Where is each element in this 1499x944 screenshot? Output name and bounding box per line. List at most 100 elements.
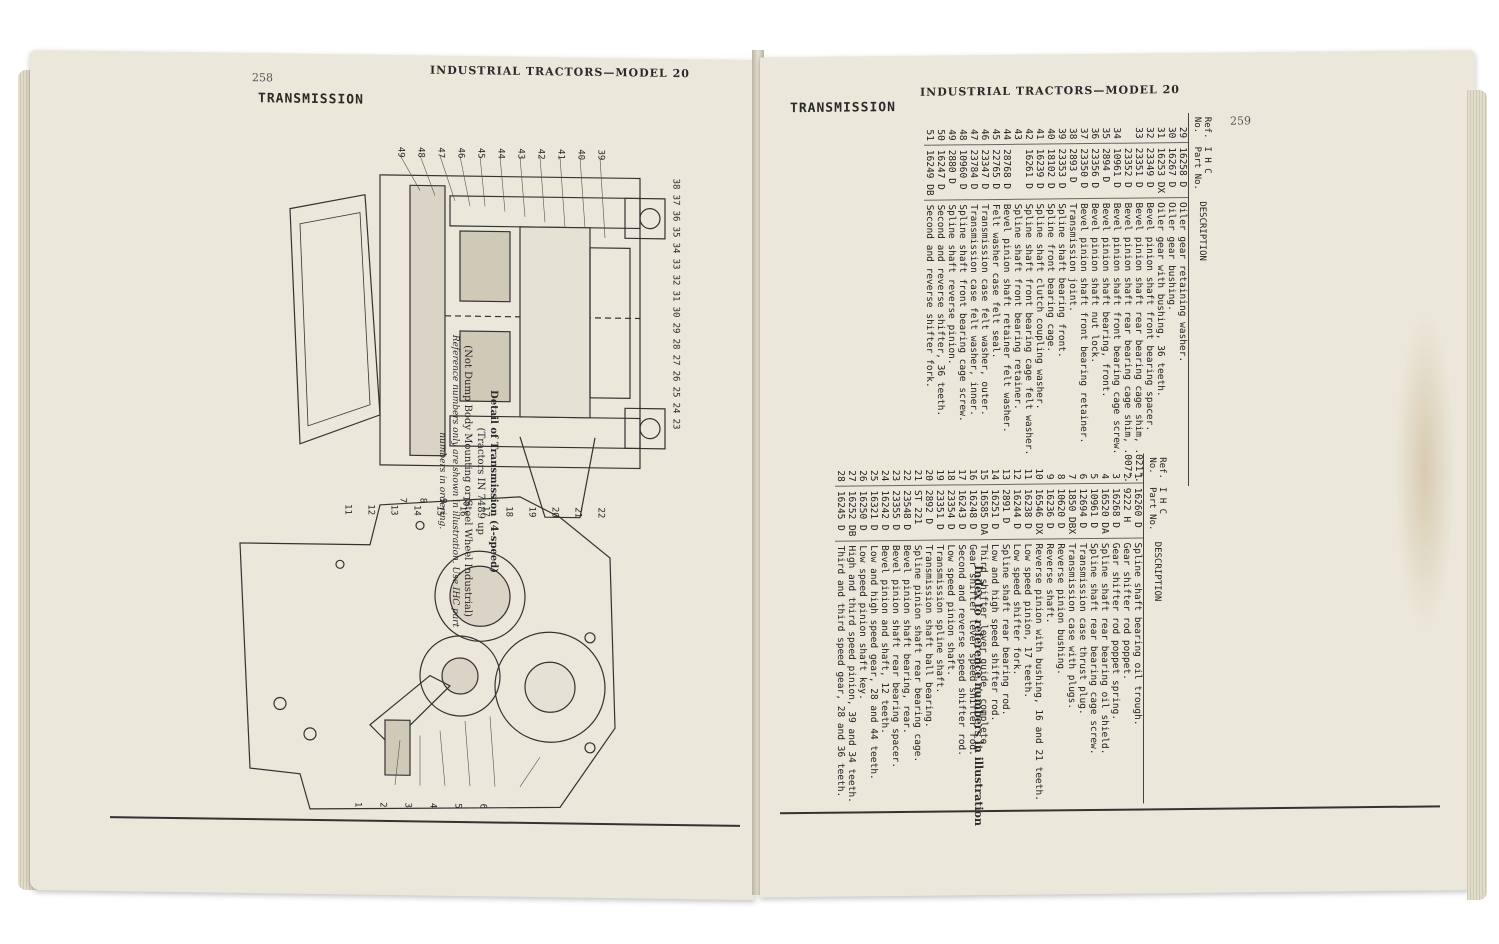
callout-number: 30 <box>670 306 681 318</box>
description-cell: Transmission spline shaft. <box>934 544 945 694</box>
ref-cell: 46 <box>979 115 990 145</box>
description-cell: Bevel pinion shaft nut lock. <box>1089 202 1100 364</box>
part-number-cell: 16252 DB <box>846 486 857 542</box>
running-head-right: INDUSTRIAL TRACTORS—MODEL 20 <box>920 83 1180 99</box>
running-head-left: INDUSTRIAL TRACTORS—MODEL 20 <box>430 63 690 81</box>
callout-number: 33 <box>670 258 681 270</box>
ref-cell: 36 <box>1089 113 1100 144</box>
callout-number: 38 <box>670 178 681 190</box>
part-number-cell: 18102 D <box>1045 144 1056 199</box>
callout-number: 32 <box>670 274 681 286</box>
callout-number: 48 <box>415 146 426 158</box>
description-cell: Third shifter lever guide, complete. <box>978 544 989 751</box>
footer-rule-left <box>110 816 740 827</box>
part-number-cell: 1850 DBX <box>1066 483 1077 539</box>
description-cell: Felt washer case felt seal. <box>990 203 1001 359</box>
description-cell: Gear shifter rod poppet. <box>1121 542 1132 680</box>
section-title-left: TRANSMISSION <box>258 91 364 108</box>
part-number-cell: 16267 D <box>1166 142 1177 198</box>
ref-cell: 47 <box>968 115 979 145</box>
caption-line-4: Reference numbers only are shown in illu… <box>437 334 460 628</box>
page-number-right: 259 <box>1230 114 1251 128</box>
description-cell: Transmission case felt washer, outer. <box>979 204 990 416</box>
part-number-cell: 16236 D <box>1044 484 1055 539</box>
part-number-cell: 16260 D <box>1132 483 1144 539</box>
callout-number: 12 <box>365 504 376 516</box>
description-cell: Bevel pinion shaft rear bearing spacer. <box>890 544 901 769</box>
caption-line-3: (Not Dump Body Mounting or Steel Wheel I… <box>462 345 473 618</box>
description-cell: Spline shaft front bearing cage screw. <box>957 204 968 422</box>
description-cell: Bevel pinion shaft front bearing spacer. <box>1144 202 1155 432</box>
ref-cell: 21 <box>912 455 923 486</box>
description-cell: Transmission joint. <box>1067 203 1078 312</box>
part-number-cell: 10960 D <box>957 144 968 200</box>
caption-line-2: (Tractors IN 7489 up <box>475 427 486 536</box>
callout-number: 41 <box>555 148 566 160</box>
callout-number: 21 <box>572 507 583 519</box>
ref-cell: 40 <box>1045 114 1056 145</box>
caption-line-1: Detail of Transmission (4-speed) <box>488 389 499 573</box>
ref-cell: 31 <box>1155 113 1166 144</box>
callout-number: 2 <box>377 802 388 808</box>
part-number-cell: 16243 D <box>956 485 967 540</box>
part-number-cell: 16268 D <box>1110 483 1121 539</box>
page-number-left: 258 <box>252 71 273 85</box>
callout-number: 47 <box>435 147 446 159</box>
ref-cell: 44 <box>1001 114 1012 145</box>
description-cell: Second and reverse shifter fork. <box>924 204 935 388</box>
callout-number: 29 <box>670 322 681 334</box>
description-cell: Reverse shaft. <box>1044 543 1055 624</box>
description-cell: Bevel pinion shaft front bearing retaine… <box>1078 202 1089 444</box>
col-part-header: I H C Part No. <box>1188 142 1215 198</box>
ref-cell: 42 <box>1023 114 1034 145</box>
description-cell: Bevel pinion shaft bearing, rear. <box>901 544 912 734</box>
col-desc-header: DESCRIPTION <box>1188 197 1215 487</box>
part-number-cell: 9222 H <box>1121 483 1132 539</box>
part-number-cell: 16520 DA <box>1099 483 1110 539</box>
description-cell: Low speed pinion shaft. <box>945 544 956 677</box>
callout-number: 44 <box>495 148 506 160</box>
description-cell: Spline front bearing cage. <box>1045 203 1056 353</box>
part-number-cell: 22765 D <box>990 144 1001 200</box>
description-cell: Bevel pinion and shaft, 12 teeth. <box>879 545 890 734</box>
part-number-cell: 16253 DX <box>1155 142 1166 198</box>
part-number-cell: 23350 D <box>1078 143 1089 199</box>
ref-cell: 45 <box>990 114 1001 145</box>
section-title-right: TRANSMISSION <box>790 100 896 117</box>
description-cell: Low speed pinion, 17 teeth. <box>1022 543 1033 699</box>
ref-cell: 49 <box>946 115 957 146</box>
description-cell: Bevel pinion shaft rear bearing cage shi… <box>1133 202 1144 483</box>
ref-cell: 35 <box>1100 113 1111 144</box>
description-cell: Bevel pinion shaft front bearing cage sc… <box>1111 202 1122 455</box>
description-cell: Gear shifter lever speed shifter rod. <box>967 544 978 756</box>
callout-number: 22 <box>595 507 606 519</box>
description-cell: Second and reverse shifter, 36 teeth. <box>935 204 946 417</box>
part-number-cell: 23347 D <box>979 144 990 200</box>
part-number-cell: 16248 D <box>967 484 978 540</box>
callout-number: 20 <box>549 506 560 518</box>
description-cell: Spline pinion shaft rear bearing cage. <box>912 544 923 763</box>
description-cell: Reverse pinion bushing. <box>1055 543 1066 675</box>
callout-number: 39 <box>595 149 606 161</box>
